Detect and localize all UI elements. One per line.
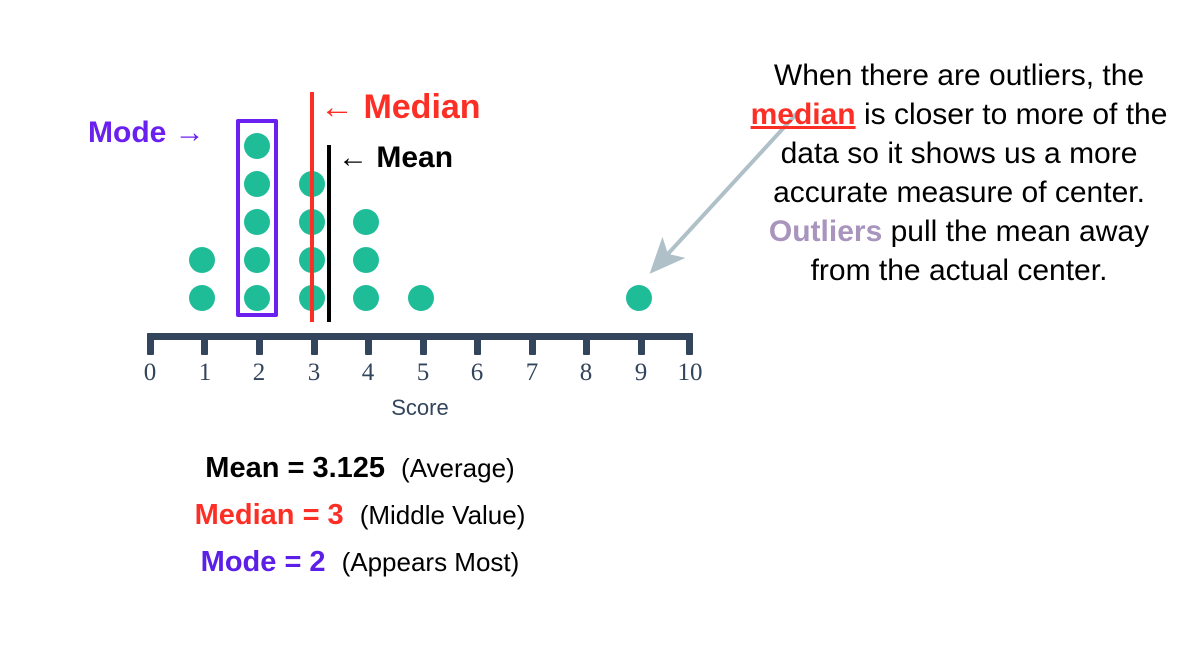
axis-tick: [311, 333, 318, 355]
data-dot: [244, 133, 270, 159]
axis-tick-label: 1: [198, 359, 212, 386]
data-dot: [353, 247, 379, 273]
mean-line: [327, 145, 331, 322]
axis-tick: [686, 333, 693, 355]
data-dot: [353, 285, 379, 311]
data-dot: [189, 247, 215, 273]
axis-tick: [256, 333, 263, 355]
axis-tick-label: 9: [634, 359, 648, 386]
explanation-part-2: is closer to more of the data so it show…: [773, 98, 1168, 209]
axis-tick-label: 3: [307, 359, 321, 386]
median-line: [310, 92, 314, 322]
legend-row-median: Median = 3 (Middle Value): [0, 499, 720, 532]
axis-tick: [529, 333, 536, 355]
data-dot: [244, 171, 270, 197]
median-annotation-label: ← Median: [320, 88, 481, 126]
mode-annotation-label: Mode →: [88, 116, 205, 149]
axis-tick-label: 10: [677, 359, 703, 386]
explanation-paragraph: When there are outliers, the median is c…: [744, 56, 1174, 290]
axis-tick: [365, 333, 372, 355]
median-stat-note: (Middle Value): [359, 500, 526, 530]
axis-tick-label: 2: [252, 359, 266, 386]
mode-highlight-box: [236, 119, 278, 317]
mode-stat-note: (Appears Most): [341, 547, 520, 577]
mode-stat-value: Mode = 2: [200, 546, 326, 578]
stats-legend: Mean = 3.125 (Average) Median = 3 (Middl…: [0, 452, 720, 593]
axis-title: Score: [391, 395, 449, 420]
axis-tick: [201, 333, 208, 355]
outlier-dot: [626, 285, 652, 311]
data-dot: [244, 247, 270, 273]
data-dot: [244, 209, 270, 235]
mean-stat-value: Mean = 3.125: [205, 452, 386, 484]
axis-tick-label: 7: [525, 359, 539, 386]
median-stat-value: Median = 3: [194, 499, 344, 531]
axis-tick-label: 8: [579, 359, 593, 386]
data-dot: [408, 285, 434, 311]
data-dot: [353, 209, 379, 235]
mean-stat-note: (Average): [401, 453, 515, 483]
axis-tick: [474, 333, 481, 355]
explanation-part-1: When there are outliers, the: [773, 59, 1145, 92]
dot-plot: 0 1 2 3 4 5 6 7 8 9 10 Score Mode → ← Me…: [0, 0, 720, 430]
legend-row-mode: Mode = 2 (Appears Most): [0, 546, 720, 579]
axis-tick-label: 6: [470, 359, 484, 386]
data-dot: [189, 285, 215, 311]
axis-tick-label: 0: [143, 359, 157, 386]
axis-tick: [583, 333, 590, 355]
axis-tick-label: 5: [416, 359, 430, 386]
explanation-part-3: pull the mean away from the actual cente…: [810, 215, 1150, 287]
axis-tick: [147, 333, 154, 355]
legend-row-mean: Mean = 3.125 (Average): [0, 452, 720, 485]
median-keyword: median: [750, 98, 856, 131]
axis-tick: [420, 333, 427, 355]
outliers-keyword: Outliers: [768, 215, 883, 248]
data-dot: [244, 285, 270, 311]
axis-tick-label: 4: [361, 359, 375, 386]
axis-tick: [638, 333, 645, 355]
mean-annotation-label: ← Mean: [338, 141, 454, 174]
